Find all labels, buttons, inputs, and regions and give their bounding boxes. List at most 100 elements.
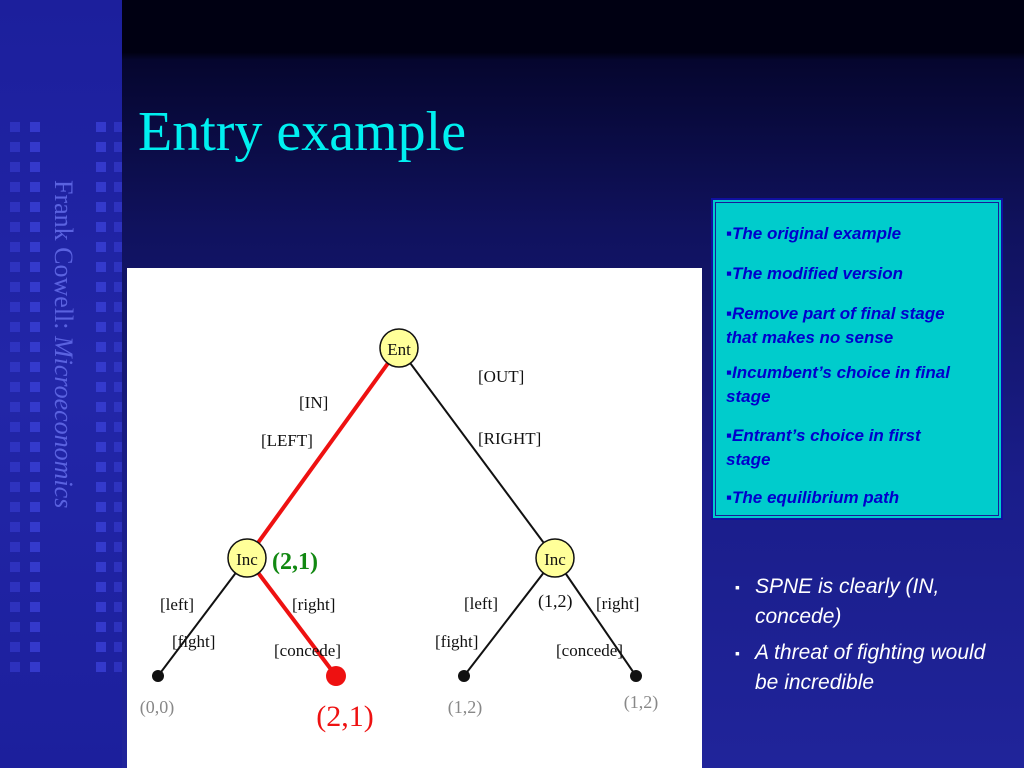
sidebar-square <box>10 182 20 192</box>
sidebar-square <box>30 502 40 512</box>
label-right-upper: [RIGHT] <box>478 429 541 448</box>
label-l-fight: [fight] <box>172 632 215 651</box>
sidebar-square <box>10 582 20 592</box>
value-inc-right: (1,2) <box>538 591 573 612</box>
sidebar-book: Microeconomics <box>49 336 78 509</box>
sidebar-square <box>10 622 20 632</box>
label-left-upper: [LEFT] <box>261 431 313 450</box>
value-inc-left: (2,1) <box>272 549 318 575</box>
sidebar: Frank Cowell: Microeconomics <box>0 0 122 768</box>
sidebar-square <box>114 322 122 332</box>
sidebar-square <box>30 302 40 312</box>
sidebar-square <box>96 442 106 452</box>
sidebar-square <box>114 562 122 572</box>
sidebar-square <box>10 282 20 292</box>
sidebar-square <box>114 502 122 512</box>
sidebar-square <box>10 302 20 312</box>
sidebar-square <box>96 242 106 252</box>
sidebar-square <box>114 462 122 472</box>
sidebar-square <box>30 442 40 452</box>
sidebar-square <box>114 482 122 492</box>
edge-out <box>398 347 556 559</box>
sidebar-square <box>30 522 40 532</box>
sidebar-author: Frank Cowell: <box>49 180 78 336</box>
label-r-concede: [concede] <box>556 641 623 660</box>
sidebar-square <box>10 562 20 572</box>
sidebar-square <box>114 302 122 312</box>
sidebar-square <box>10 442 20 452</box>
sidebar-square <box>30 162 40 172</box>
sidebar-square <box>10 642 20 652</box>
sidebar-square <box>10 142 20 152</box>
sidebar-square <box>96 382 106 392</box>
sidebar-square <box>10 262 20 272</box>
label-l-left: [left] <box>160 595 194 614</box>
outline-item-1[interactable]: ▪The original example <box>726 224 902 243</box>
sidebar-square <box>114 402 122 412</box>
sidebar-square <box>30 262 40 272</box>
sidebar-square <box>96 542 106 552</box>
sidebar-square <box>96 122 106 132</box>
sidebar-square <box>114 162 122 172</box>
edge-in <box>245 346 401 560</box>
outline-item-5[interactable]: ▪Entrant’s choice in first stage <box>726 426 921 469</box>
sidebar-caption: Frank Cowell: Microeconomics <box>44 180 84 600</box>
sidebar-square <box>10 202 20 212</box>
sidebar-square <box>96 322 106 332</box>
payoff-right-fight: (1,2) <box>448 697 483 718</box>
sidebar-square <box>96 162 106 172</box>
sidebar-square <box>96 182 106 192</box>
label-r-fight: [fight] <box>435 632 478 651</box>
outline-item-3[interactable]: ▪Remove part of final stage that makes n… <box>726 304 945 347</box>
sidebar-square <box>10 502 20 512</box>
node-inc-left-label: Inc <box>236 550 258 569</box>
label-out: [OUT] <box>478 367 524 386</box>
sidebar-square <box>114 342 122 352</box>
sidebar-square <box>96 562 106 572</box>
outline-item-2[interactable]: ▪The modified version <box>726 264 903 283</box>
sidebar-square <box>96 642 106 652</box>
sidebar-square <box>96 262 106 272</box>
sidebar-square <box>114 182 122 192</box>
bullet-list: SPNE is clearly (IN, concede) A threat o… <box>735 572 1015 704</box>
edge-right-fight <box>463 557 556 677</box>
sidebar-square <box>10 522 20 532</box>
sidebar-square <box>96 402 106 412</box>
sidebar-square <box>96 622 106 632</box>
game-tree-panel: Ent Inc Inc [IN] [LEFT] [OUT] [RIGHT] [l… <box>127 268 702 768</box>
sidebar-square <box>10 422 20 432</box>
sidebar-square <box>10 542 20 552</box>
sidebar-square <box>96 302 106 312</box>
sidebar-square <box>30 182 40 192</box>
edge-left-concede <box>245 556 338 678</box>
sidebar-square <box>96 662 106 672</box>
sidebar-square <box>30 422 40 432</box>
sidebar-square <box>96 602 106 612</box>
sidebar-square <box>96 202 106 212</box>
bullet-spne: SPNE is clearly (IN, concede) <box>735 572 955 632</box>
outline-item-6[interactable]: ▪The equilibrium path <box>726 488 900 507</box>
sidebar-square <box>10 362 20 372</box>
sidebar-square <box>30 142 40 152</box>
sidebar-square <box>30 242 40 252</box>
outline-item-4[interactable]: ▪Incumbent’s choice in final stage <box>726 363 950 406</box>
node-ent-label: Ent <box>387 340 411 359</box>
sidebar-square <box>30 642 40 652</box>
edge-right-concede <box>554 557 637 677</box>
payoff-left-concede: (2,1) <box>316 700 373 733</box>
sidebar-square <box>96 482 106 492</box>
node-inc-right <box>535 538 575 578</box>
sidebar-square <box>10 402 20 412</box>
node-ent <box>379 328 419 368</box>
game-tree: Ent Inc Inc [IN] [LEFT] [OUT] [RIGHT] [l… <box>140 328 658 733</box>
slide-title: Entry example <box>138 101 467 163</box>
sidebar-square <box>114 522 122 532</box>
sidebar-square <box>114 642 122 652</box>
terminal-right-concede <box>630 670 642 682</box>
sidebar-square <box>30 602 40 612</box>
sidebar-square <box>114 662 122 672</box>
node-inc-left <box>227 538 267 578</box>
terminal-left-concede <box>326 666 346 686</box>
sidebar-square <box>30 662 40 672</box>
sidebar-square <box>30 202 40 212</box>
